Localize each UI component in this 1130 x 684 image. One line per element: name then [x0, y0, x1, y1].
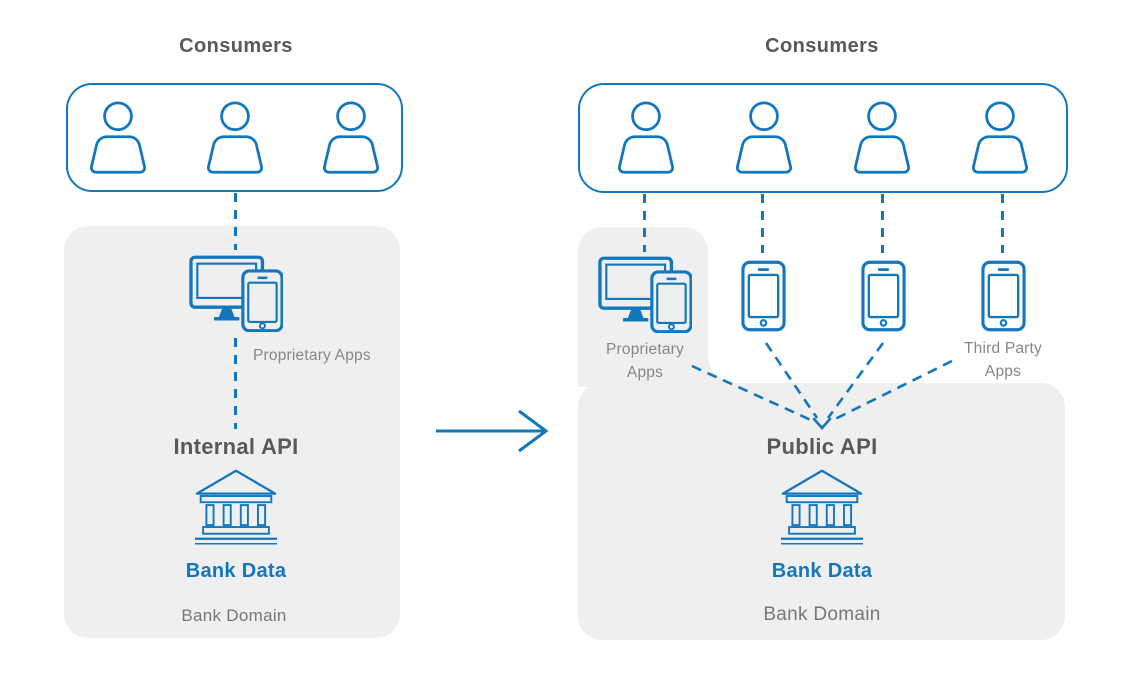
consumer-person-icon: [321, 100, 381, 175]
third-party-apps-label: Third Party Apps: [943, 337, 1063, 383]
consumer-person-icon: [970, 101, 1030, 175]
left-consumers-box: [66, 83, 403, 192]
left-consumers-title: Consumers: [179, 35, 293, 57]
third-party-apps-line1: Third Party: [964, 340, 1042, 357]
right-proprietary-apps-line1: Proprietary: [605, 341, 684, 358]
consumer-person-icon: [852, 101, 912, 175]
right-consumers-title: Consumers: [765, 35, 879, 57]
right-bank-icon: [780, 468, 864, 546]
right-proprietary-apps-line2: Apps: [626, 364, 664, 381]
transition-arrow-icon: [436, 409, 549, 453]
right-consumers-box: [578, 83, 1068, 193]
smartphone-icon: [981, 260, 1026, 332]
right-proprietary-apps-label: Proprietary Apps: [585, 338, 705, 384]
desktop-and-phone-icon: [189, 255, 283, 332]
desktop-and-phone-icon: [598, 256, 692, 333]
consumer-person-icon: [734, 101, 794, 175]
smartphone-icon: [861, 260, 906, 332]
third-party-apps-line2: Apps: [984, 363, 1022, 380]
public-api-label: Public API: [766, 434, 878, 459]
smartphone-icon: [741, 260, 786, 332]
left-bank-domain-label: Bank Domain: [181, 606, 287, 625]
internal-api-label: Internal API: [173, 434, 299, 459]
consumer-person-icon: [616, 101, 676, 175]
right-bank-domain-label: Bank Domain: [763, 604, 881, 625]
left-bank-domain-panel: [64, 226, 400, 638]
left-bank-icon: [194, 468, 278, 546]
left-proprietary-apps-label: Proprietary Apps: [253, 347, 371, 364]
consumer-person-icon: [88, 100, 148, 175]
right-bank-data-label: Bank Data: [771, 560, 873, 582]
consumer-person-icon: [205, 100, 265, 175]
left-bank-data-label: Bank Data: [185, 560, 287, 582]
